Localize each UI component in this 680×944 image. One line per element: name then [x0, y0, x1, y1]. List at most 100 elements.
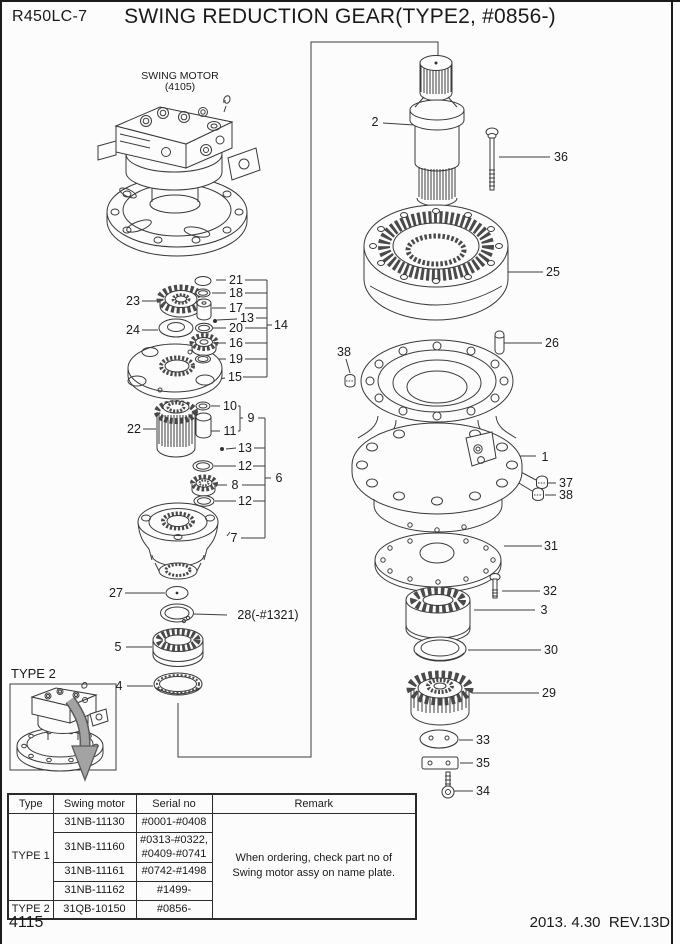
washer-24	[158, 318, 194, 338]
table-row: 31NB-11162 #1499-	[8, 880, 416, 901]
callout-14: 14	[274, 317, 288, 332]
callout-2: 2	[371, 114, 379, 129]
callout-23: 23	[126, 293, 140, 308]
pin-26	[494, 330, 505, 355]
ring-20	[195, 322, 213, 334]
col-header-remark: Remark	[211, 793, 417, 814]
callout-17: 17	[229, 300, 243, 315]
cell-motor: 31NB-11162	[52, 880, 137, 901]
callout-4: 4	[115, 678, 123, 693]
housing-1	[351, 339, 523, 533]
cell-serial: #1499-	[135, 880, 213, 901]
bearing-housing-3	[405, 586, 471, 643]
callout-36: 36	[554, 149, 568, 164]
pinion-gear-29	[406, 670, 474, 726]
callout-27: 27	[109, 585, 123, 600]
gear-16	[189, 333, 219, 356]
bolt-36	[485, 127, 499, 191]
callout-1: 1	[541, 449, 549, 464]
callout-19: 19	[229, 351, 243, 366]
page-title: SWING REDUCTION GEAR(TYPE2, #0856-)	[124, 5, 556, 28]
type2-arrow	[65, 696, 99, 782]
snap-ring-28	[160, 603, 194, 624]
bolt-32	[489, 573, 501, 599]
callout-10: 10	[223, 398, 237, 413]
callout-7: 7	[230, 530, 238, 545]
ring-10	[195, 401, 211, 411]
callout-20: 20	[229, 320, 243, 335]
callout-15: 15	[228, 369, 242, 384]
callout-33: 33	[476, 732, 490, 747]
drive-shaft-2	[409, 55, 465, 207]
plate-33	[419, 729, 459, 749]
cell-serial: #0001-#0408	[135, 812, 213, 833]
bushing-11	[195, 412, 212, 439]
callout-8: 8	[231, 477, 239, 492]
callout-18: 18	[229, 285, 243, 300]
disc-27	[165, 586, 189, 600]
plug-38-right	[532, 487, 544, 501]
serial-table: Type Swing motor Serial no Remark TYPE 1…	[7, 793, 417, 920]
page-border-top	[0, 0, 680, 2]
revision-date: 2013. 4.30 REV.13D	[529, 914, 670, 931]
cell-type-2: TYPE 2	[7, 899, 54, 920]
model-code: R450LC-7	[12, 8, 88, 25]
page-number: 4115	[9, 914, 44, 931]
table-row: TYPE 2 31QB-10150 #0856-	[7, 899, 416, 920]
callout-31: 31	[544, 538, 558, 553]
gear-23	[156, 284, 206, 318]
callout-26: 26	[545, 335, 559, 350]
callout-38: 38	[559, 487, 573, 502]
carrier-housing-7	[137, 502, 219, 580]
col-header-swing-motor: Swing motor	[52, 793, 137, 814]
col-header-type: Type	[7, 793, 54, 814]
cell-serial: #0742-#1498	[135, 861, 213, 882]
cell-motor: 31NB-11161	[52, 861, 137, 882]
page-border-left	[0, 0, 2, 944]
callout-37: 37	[559, 475, 573, 490]
cell-remark: When ordering, check part no of Swing mo…	[211, 812, 417, 920]
callout-9: 9	[247, 410, 255, 425]
ring-19	[195, 354, 211, 364]
cell-motor: 31NB-11160	[52, 831, 137, 863]
bushing-17	[196, 298, 212, 321]
callout-22: 22	[127, 421, 141, 436]
callout-32: 32	[543, 583, 557, 598]
cell-motor: 31QB-10150	[52, 899, 137, 920]
table-row: TYPE 1 31NB-11130 #0001-#0408 When order…	[7, 812, 417, 920]
callout-38: 38	[337, 344, 351, 359]
harness-hook	[223, 95, 231, 113]
callout-30: 30	[544, 642, 558, 657]
ring-12b	[193, 495, 215, 507]
callout-25: 25	[546, 264, 560, 279]
cell-serial: #0856-	[135, 899, 213, 920]
type2-box-figure	[9, 682, 117, 782]
swing-motor-figure	[97, 95, 261, 257]
plug-38-left	[344, 374, 356, 388]
ring-gear-25	[363, 204, 509, 321]
lock-bar-35	[421, 756, 459, 770]
bearing-5	[152, 628, 204, 667]
seal-ring-4	[153, 672, 203, 696]
callout-11: 11	[223, 423, 237, 438]
swing-motor-ref: (4105)	[164, 81, 196, 93]
callout-29: 29	[542, 685, 556, 700]
ring-12a	[192, 460, 214, 472]
ring-30	[413, 636, 467, 662]
bolt-34	[441, 771, 455, 799]
callout-12: 12	[238, 458, 252, 473]
callout-5: 5	[114, 639, 122, 654]
plate-31	[374, 532, 502, 593]
plug-boss	[465, 431, 497, 467]
gear-22	[154, 400, 198, 458]
swing-motor-label: SWING MOTOR	[141, 70, 219, 82]
callout-6: 6	[275, 470, 283, 485]
table-header-row: Type Swing motor Serial no Remark	[7, 793, 417, 814]
callout-34: 34	[476, 783, 490, 798]
callout-13: 13	[240, 310, 254, 325]
callout-28(-#1321): 28(-#1321)	[237, 607, 299, 622]
callout-3: 3	[540, 602, 548, 617]
callout-12: 12	[238, 493, 252, 508]
